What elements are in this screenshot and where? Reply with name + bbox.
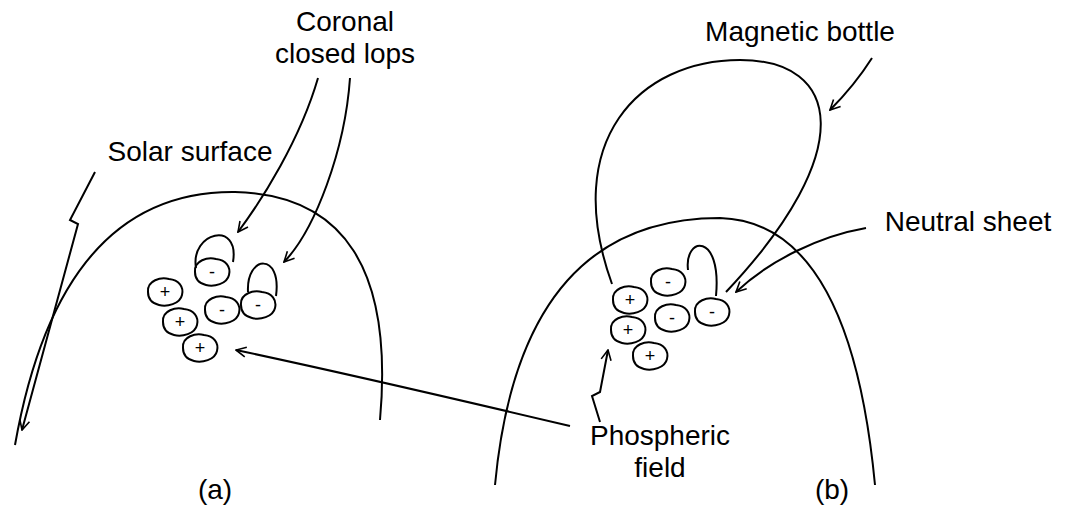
polarity-sign: -	[669, 308, 675, 329]
solar-limb	[15, 192, 382, 445]
sunspot-blobs	[148, 258, 729, 369]
coronal-loop	[248, 264, 277, 296]
callout-label: Coronal closed lops	[258, 6, 433, 70]
magnetic-bottle-loop	[596, 60, 821, 292]
leader-line	[22, 172, 95, 430]
leader-line	[830, 58, 872, 110]
polarity-sign: -	[665, 272, 671, 293]
polarity-sign: -	[709, 302, 715, 323]
polarity-sign: -	[219, 300, 225, 321]
panel-label: (a)	[198, 474, 232, 506]
callout-label: Neutral sheet	[885, 206, 1052, 238]
solar-limb	[495, 218, 875, 485]
polarity-sign: +	[160, 282, 171, 303]
polarity-sign: -	[255, 295, 261, 316]
leader-line	[592, 350, 608, 422]
polarity-sign: +	[175, 312, 186, 333]
leader-line	[736, 228, 866, 292]
leader-line	[284, 78, 350, 262]
callout-label: Solar surface	[108, 136, 273, 168]
polarity-sign: +	[625, 290, 636, 311]
coronal-loop	[688, 246, 717, 296]
polarity-sign: +	[623, 320, 634, 341]
callout-label: Magnetic bottle	[705, 16, 895, 48]
panel-label: (b)	[815, 474, 849, 506]
polarity-sign: +	[645, 346, 656, 367]
polarity-sign: -	[209, 262, 215, 283]
polarity-sign: +	[195, 338, 206, 359]
callout-label: Phospheric field	[575, 420, 745, 484]
